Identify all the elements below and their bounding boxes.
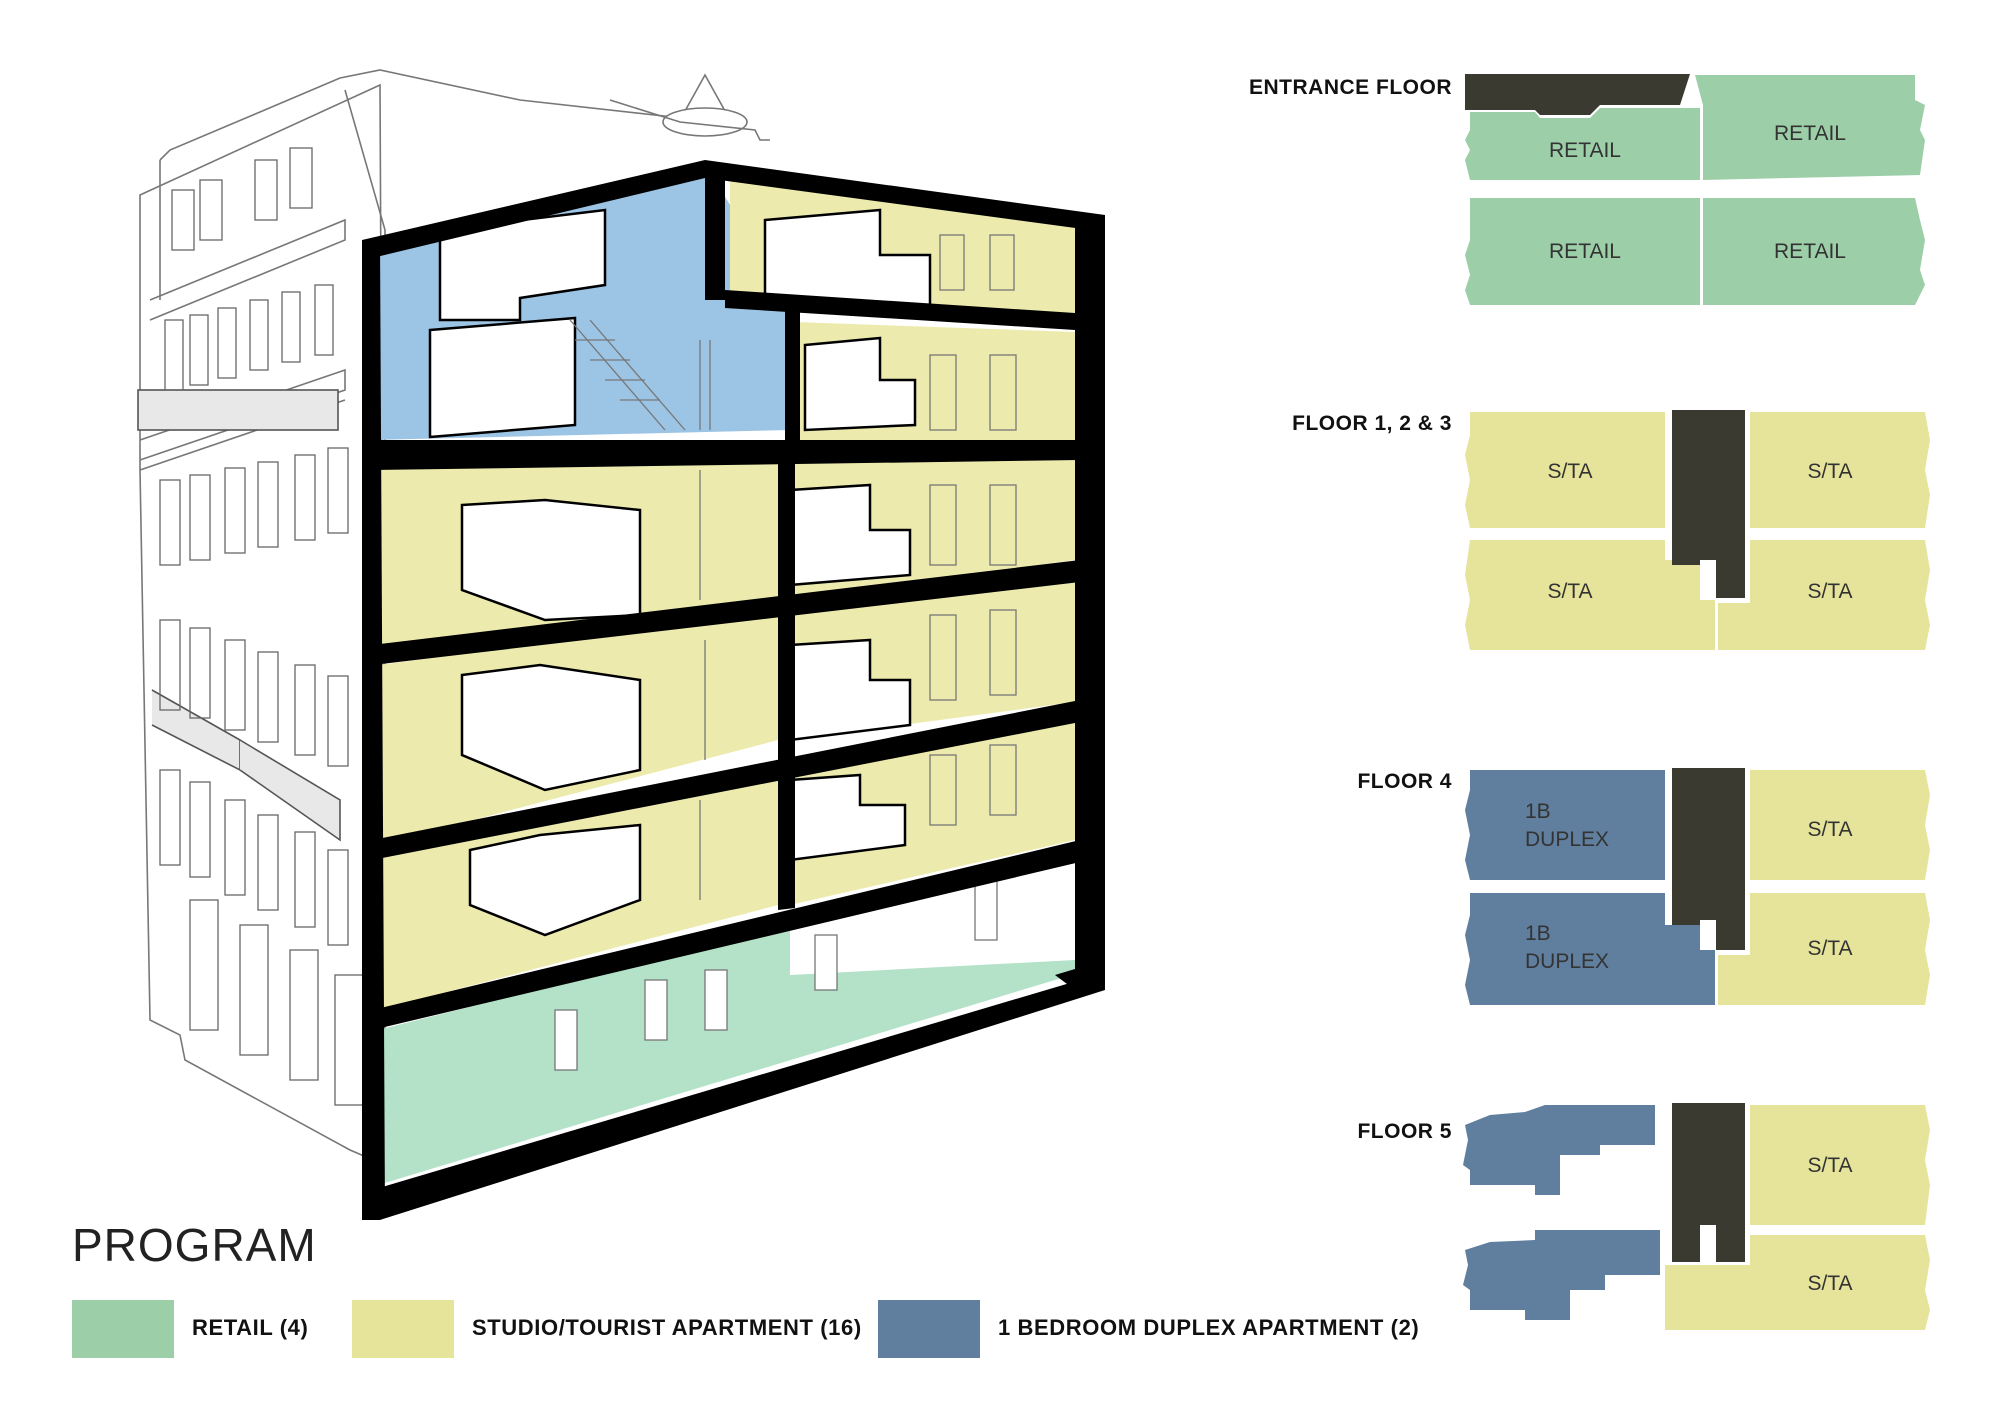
room-label-f4-tl-1: 1B — [1525, 800, 1551, 823]
room-f1-bl — [1465, 540, 1715, 650]
room-f4-tl — [1465, 770, 1665, 880]
legend-label-studio: STUDIO/TOURIST APARTMENT (16) — [472, 1315, 862, 1340]
floor-label-4: FLOOR 4 — [1357, 770, 1452, 793]
plan-core-entrance — [1465, 74, 1690, 115]
plan-floor-4: 1B DUPLEX S/TA 1B DUPLEX S/TA — [1465, 768, 1930, 1005]
room-label-f4-br: S/TA — [1807, 937, 1852, 960]
room-e-tl — [1465, 108, 1700, 180]
plan-core-f4 — [1672, 768, 1745, 950]
room-label-f4-bl-1: 1B — [1525, 922, 1551, 945]
room-f4-tr — [1750, 770, 1930, 880]
section-studio-floor1-right — [790, 720, 1075, 905]
program-title: PROGRAM — [72, 1219, 317, 1271]
room-f1-br — [1718, 540, 1930, 650]
plan-core-f1 — [1672, 410, 1745, 598]
room-f4-bl — [1465, 893, 1715, 1005]
room-label-f1-tl: S/TA — [1547, 460, 1592, 483]
room-label-f1-tr: S/TA — [1807, 460, 1852, 483]
room-f5-bl — [1463, 1230, 1660, 1320]
room-label-f4-bl-2: DUPLEX — [1525, 950, 1609, 973]
section-ground-backwall — [790, 860, 1075, 975]
interior-modules — [428, 208, 932, 937]
room-label-f4-tl-2: DUPLEX — [1525, 828, 1609, 851]
legend-swatch-studio — [352, 1300, 454, 1358]
room-f4-br — [1718, 893, 1930, 1005]
floor-label-5: FLOOR 5 — [1357, 1120, 1452, 1143]
plan-floor-1-2-3: S/TA S/TA S/TA S/TA — [1465, 410, 1930, 650]
legend-label-retail: RETAIL (4) — [192, 1315, 309, 1340]
room-f5-br — [1665, 1235, 1930, 1330]
room-label-e-tr: RETAIL — [1774, 122, 1846, 145]
facade-outline — [137, 69, 770, 1167]
room-label-f5-br: S/TA — [1807, 1272, 1852, 1295]
room-f1-tr — [1750, 412, 1930, 528]
room-e-tr — [1695, 75, 1925, 180]
room-e-bl — [1465, 198, 1700, 305]
room-label-e-tl: RETAIL — [1549, 139, 1621, 162]
plan-floor-5: S/TA S/TA — [1463, 1103, 1930, 1330]
floor-label-entrance: ENTRANCE FLOOR — [1249, 76, 1452, 99]
room-f5-tl — [1463, 1105, 1655, 1195]
room-label-f1-br: S/TA — [1807, 580, 1852, 603]
room-e-br — [1703, 198, 1925, 305]
legend-label-duplex: 1 BEDROOM DUPLEX APARTMENT (2) — [998, 1315, 1420, 1340]
room-label-f5-tr: S/TA — [1807, 1154, 1852, 1177]
interior-details — [554, 234, 1017, 1071]
room-label-f4-tr: S/TA — [1807, 818, 1852, 841]
structure-walls — [362, 160, 1105, 1220]
legend-swatch-duplex — [878, 1300, 980, 1358]
room-label-f1-bl: S/TA — [1547, 580, 1592, 603]
room-f5-tr — [1750, 1105, 1930, 1225]
floor-label-1-2-3: FLOOR 1, 2 & 3 — [1292, 412, 1452, 435]
legend-swatch-retail — [72, 1300, 174, 1358]
room-label-e-bl: RETAIL — [1549, 240, 1621, 263]
plan-entrance-floor: RETAIL RETAIL RETAIL RETAIL — [1465, 74, 1925, 305]
room-label-e-br: RETAIL — [1774, 240, 1846, 263]
plan-core-f5 — [1672, 1103, 1745, 1262]
room-f1-tl — [1465, 412, 1665, 528]
